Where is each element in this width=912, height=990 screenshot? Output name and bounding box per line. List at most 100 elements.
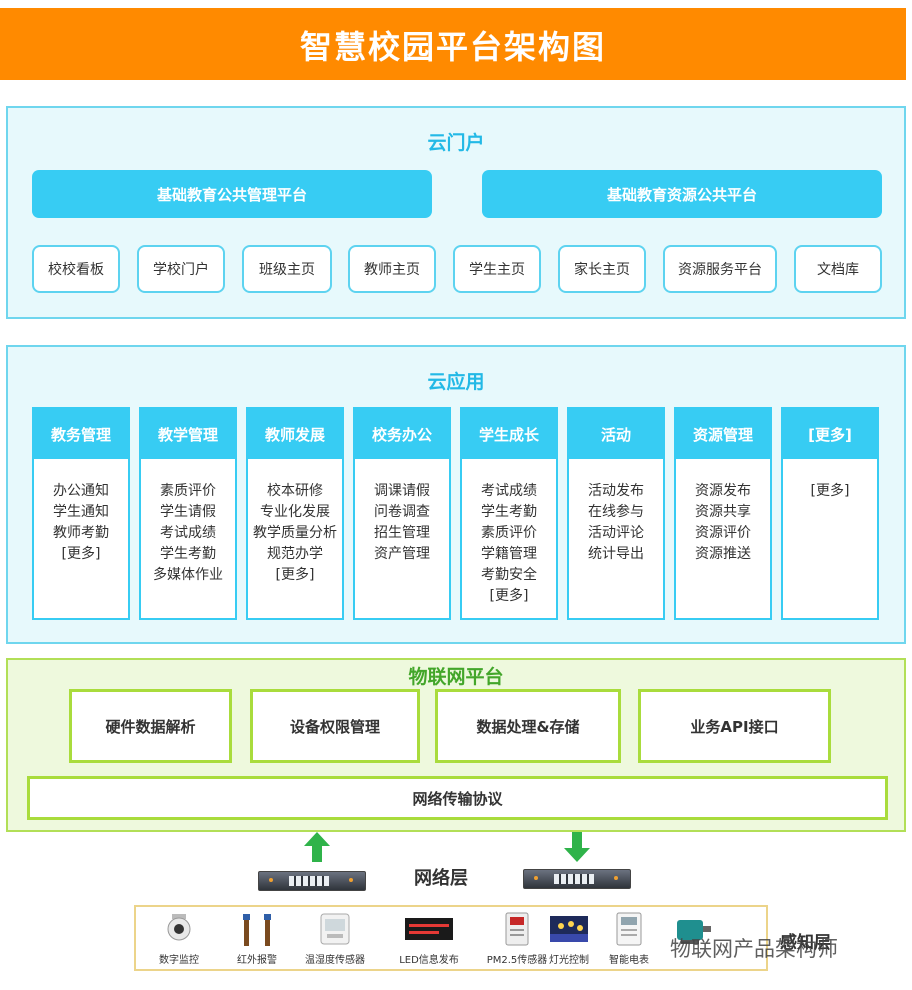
app-column-head: 教师发展 — [248, 409, 342, 459]
portal-item-class-home[interactable]: 班级主页 — [242, 245, 332, 293]
portal-item-school-portal[interactable]: 学校门户 — [137, 245, 225, 293]
perception-layer-label: 感知层 — [780, 933, 831, 953]
portal-title: 云门户 — [427, 132, 485, 154]
portal-item-document-library[interactable]: 文档库 — [794, 245, 882, 293]
app-item: 问卷调查 — [374, 504, 430, 520]
app-item: 素质评价 — [160, 483, 216, 499]
apps-title: 云应用 — [427, 371, 485, 393]
app-item: 资源共享 — [695, 504, 751, 520]
platform-management[interactable]: 基础教育公共管理平台 — [32, 170, 432, 218]
app-item: [更多] — [61, 546, 101, 562]
network-switch-icon — [258, 871, 366, 891]
app-item: 学生考勤 — [481, 504, 537, 520]
app-item: 考试成绩 — [160, 525, 216, 541]
app-item: 活动评论 — [588, 525, 644, 541]
app-column-more[interactable]: [更多] [更多] — [781, 407, 879, 620]
app-item: [更多] — [810, 483, 850, 499]
network-protocol-bar: 网络传输协议 — [27, 776, 888, 820]
device-smart-meter: 智能电表 — [584, 911, 674, 966]
app-item: 学籍管理 — [481, 546, 537, 562]
app-item: 学生请假 — [160, 504, 216, 520]
app-item: 教学质量分析 — [253, 525, 337, 541]
app-item: 校本研修 — [267, 483, 323, 499]
app-item: 调课请假 — [374, 483, 430, 499]
cloud-portal-section: 云门户 基础教育公共管理平台 基础教育资源公共平台 校校看板 学校门户 班级主页… — [6, 106, 906, 319]
cloud-apps-section: 云应用 教务管理 办公通知 学生通知 教师考勤 [更多] 教学管理 素质评价 学… — [6, 345, 906, 644]
app-column-student-growth[interactable]: 学生成长 考试成绩 学生考勤 素质评价 学籍管理 考勤安全 [更多] — [460, 407, 558, 620]
app-column-head: 资源管理 — [676, 409, 770, 459]
app-item: 在线参与 — [588, 504, 644, 520]
device-label: 数字监控 — [159, 955, 199, 966]
app-item: 资产管理 — [374, 546, 430, 562]
app-item: 专业化发展 — [260, 504, 330, 520]
app-column-head: 教学管理 — [141, 409, 235, 459]
app-column-academic-affairs[interactable]: 教务管理 办公通知 学生通知 教师考勤 [更多] — [32, 407, 130, 620]
app-column-head: [更多] — [783, 409, 877, 459]
network-switch-icon — [523, 869, 631, 889]
network-layer-label: 网络层 — [414, 868, 468, 889]
device-label: 温湿度传感器 — [305, 955, 365, 966]
portal-item-school-board[interactable]: 校校看板 — [32, 245, 120, 293]
camera-icon — [134, 911, 224, 947]
arrow-down-icon — [564, 832, 590, 862]
app-item: [更多] — [489, 588, 529, 604]
thermometer-icon — [290, 911, 380, 947]
app-item: 素质评价 — [481, 525, 537, 541]
lighting-icon — [524, 911, 614, 947]
app-column-head: 教务管理 — [34, 409, 128, 459]
device-label: 红外报警 — [237, 955, 277, 966]
device-motor — [648, 911, 738, 947]
module-hardware-parsing[interactable]: 硬件数据解析 — [69, 689, 232, 763]
device-label: LED信息发布 — [399, 955, 459, 966]
app-item: 学生通知 — [53, 504, 109, 520]
app-column-resource-management[interactable]: 资源管理 资源发布 资源共享 资源评价 资源推送 — [674, 407, 772, 620]
device-label: PM2.5传感器 — [486, 955, 548, 966]
device-lighting-control: 灯光控制 — [524, 911, 614, 966]
device-label: 智能电表 — [609, 955, 649, 966]
app-item: [更多] — [275, 567, 315, 583]
page-title: 智慧校园平台架构图 — [299, 28, 606, 66]
portal-item-resource-service[interactable]: 资源服务平台 — [663, 245, 777, 293]
iot-title: 物联网平台 — [408, 666, 504, 688]
app-item: 资源发布 — [695, 483, 751, 499]
platform-resource[interactable]: 基础教育资源公共平台 — [482, 170, 882, 218]
header-banner: 智慧校园平台架构图 — [0, 8, 906, 80]
app-item: 规范办学 — [267, 546, 323, 562]
device-pm25: PM2.5传感器 — [472, 911, 562, 966]
device-temp-humidity: 温湿度传感器 — [290, 911, 380, 966]
app-item: 统计导出 — [588, 546, 644, 562]
device-camera: 数字监控 — [134, 911, 224, 966]
app-item: 办公通知 — [53, 483, 109, 499]
app-item: 考勤安全 — [481, 567, 537, 583]
app-column-school-office[interactable]: 校务办公 调课请假 问卷调查 招生管理 资产管理 — [353, 407, 451, 620]
led-display-icon — [384, 911, 474, 947]
app-item: 教师考勤 — [53, 525, 109, 541]
app-item: 学生考勤 — [160, 546, 216, 562]
app-column-activities[interactable]: 活动 活动发布 在线参与 活动评论 统计导出 — [567, 407, 665, 620]
app-item: 资源推送 — [695, 546, 751, 562]
watermark-text: 物联网产品架构师 — [670, 937, 838, 961]
portal-item-teacher-home[interactable]: 教师主页 — [348, 245, 436, 293]
device-infrared-alarm: 红外报警 — [212, 911, 302, 966]
electric-meter-icon — [584, 911, 674, 947]
device-label: 灯光控制 — [549, 955, 589, 966]
motor-icon — [648, 911, 738, 947]
app-item: 考试成绩 — [481, 483, 537, 499]
app-column-head: 活动 — [569, 409, 663, 459]
portal-item-student-home[interactable]: 学生主页 — [453, 245, 541, 293]
arrow-up-icon — [304, 832, 330, 862]
module-business-api[interactable]: 业务API接口 — [638, 689, 831, 763]
iot-platform-section: 物联网平台 硬件数据解析 设备权限管理 数据处理&存储 业务API接口 网络传输… — [6, 658, 906, 832]
app-item: 活动发布 — [588, 483, 644, 499]
app-column-teaching[interactable]: 教学管理 素质评价 学生请假 考试成绩 学生考勤 多媒体作业 — [139, 407, 237, 620]
device-led-display: LED信息发布 — [384, 911, 474, 966]
app-item: 多媒体作业 — [153, 567, 223, 583]
app-column-head: 校务办公 — [355, 409, 449, 459]
app-item: 资源评价 — [695, 525, 751, 541]
app-item: 招生管理 — [374, 525, 430, 541]
app-column-teacher-development[interactable]: 教师发展 校本研修 专业化发展 教学质量分析 规范办学 [更多] — [246, 407, 344, 620]
pm25-sensor-icon — [472, 911, 562, 947]
module-data-processing[interactable]: 数据处理&存储 — [435, 689, 621, 763]
portal-item-parent-home[interactable]: 家长主页 — [558, 245, 646, 293]
module-device-permissions[interactable]: 设备权限管理 — [250, 689, 420, 763]
